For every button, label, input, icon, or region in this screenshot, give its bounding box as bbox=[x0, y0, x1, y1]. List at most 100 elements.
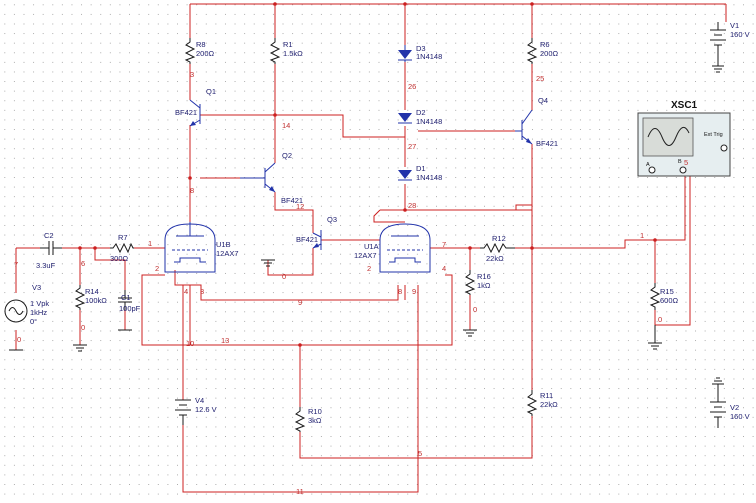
transistor-Q1[interactable]: Q1 BF421 bbox=[175, 87, 216, 127]
v2-value: 160 V bbox=[730, 412, 750, 421]
r12-value: 22kΩ bbox=[486, 254, 504, 263]
r11-value: 22kΩ bbox=[540, 400, 558, 409]
r7-ref: R7 bbox=[118, 233, 128, 242]
ground-symbols bbox=[9, 259, 662, 352]
transistor-Q3[interactable]: Q3 BF421 bbox=[296, 215, 337, 250]
u1b-model: 12AX7 bbox=[216, 249, 239, 258]
resistor-R16[interactable]: R16 1kΩ bbox=[464, 270, 491, 295]
net-12: 12 bbox=[296, 202, 304, 211]
capacitor-C2[interactable]: C2 3.3uF bbox=[36, 231, 62, 270]
net-28: 28 bbox=[408, 201, 416, 210]
ground-icon bbox=[261, 259, 275, 267]
d1-ref: D1 bbox=[416, 164, 426, 173]
resistor-R1[interactable]: R1 1.5kΩ bbox=[269, 38, 303, 64]
q4-ref: Q4 bbox=[538, 96, 548, 105]
q1-model: BF421 bbox=[175, 108, 197, 117]
channel-b-label: B bbox=[678, 159, 682, 165]
q2-ref: Q2 bbox=[282, 151, 292, 160]
diode-D3[interactable]: D3 1N4148 bbox=[398, 44, 442, 62]
ground-icon bbox=[463, 329, 477, 337]
channel-b-terminal[interactable] bbox=[679, 166, 687, 174]
channel-a-terminal[interactable] bbox=[648, 166, 656, 174]
net-pin-3-u1b: 3 bbox=[200, 287, 204, 296]
r14-value: 100kΩ bbox=[85, 296, 107, 305]
q4-model: BF421 bbox=[536, 139, 558, 148]
c1-value: 100pF bbox=[119, 304, 141, 313]
junction-dots bbox=[78, 2, 657, 347]
channel-a-label: A bbox=[646, 162, 650, 168]
net-5: 5 bbox=[418, 449, 422, 458]
r7-value: 300Ω bbox=[110, 254, 129, 263]
oscilloscope-XSC1[interactable]: XSC1 Ext Trig A B bbox=[637, 100, 731, 177]
u1b-ref: U1B bbox=[216, 240, 231, 249]
dc-source-V1[interactable]: V1 160 V bbox=[710, 21, 750, 73]
net-13: 13 bbox=[221, 336, 229, 345]
v1-value: 160 V bbox=[730, 30, 750, 39]
resistor-R6[interactable]: R6 200Ω bbox=[526, 38, 559, 64]
net-3: 3 bbox=[190, 70, 194, 79]
q2-model: BF421 bbox=[281, 196, 303, 205]
r8-value: 200Ω bbox=[196, 49, 215, 58]
net-11: 11 bbox=[296, 487, 304, 496]
resistor-R15[interactable]: R15 600Ω bbox=[649, 283, 679, 310]
v3-ref: V3 bbox=[32, 283, 41, 292]
net-0-input: 0 bbox=[17, 335, 21, 344]
c2-value: 3.3uF bbox=[36, 261, 56, 270]
dc-source-V4[interactable]: V4 12.6 V bbox=[175, 396, 217, 425]
net-pin-1-u1b: 1 bbox=[148, 239, 152, 248]
ground-icon bbox=[648, 342, 662, 350]
v3-phase: 0° bbox=[30, 317, 37, 326]
diode-D2[interactable]: D2 1N4148 bbox=[398, 108, 442, 126]
xsc1-title: XSC1 bbox=[671, 100, 698, 111]
r1-value: 1.5kΩ bbox=[283, 49, 303, 58]
transistor-Q4[interactable]: Q4 BF421 bbox=[515, 96, 558, 148]
r12-ref: R12 bbox=[492, 234, 506, 243]
c2-ref: C2 bbox=[44, 231, 54, 240]
net-pin-9-u1a: 9 bbox=[412, 287, 416, 296]
resistor-R7[interactable]: R7 300Ω bbox=[110, 233, 134, 263]
d3-value: 1N4148 bbox=[416, 52, 442, 61]
v3-frequency: 1kHz bbox=[30, 308, 47, 317]
net-0-r14: 0 bbox=[81, 323, 85, 332]
net-7: 7 bbox=[14, 260, 18, 269]
net-0-r15: 0 bbox=[658, 315, 662, 324]
d2-ref: D2 bbox=[416, 108, 426, 117]
resistor-R14[interactable]: R14 100kΩ bbox=[74, 285, 107, 310]
ground-icon bbox=[73, 344, 87, 352]
net-pin-2-u1b: 2 bbox=[155, 264, 159, 273]
net-pin-8-u1a: 8 bbox=[398, 287, 402, 296]
r14-ref: R14 bbox=[85, 287, 99, 296]
v3-amplitude: 1 Vpk bbox=[30, 299, 49, 308]
r15-ref: R15 bbox=[660, 287, 674, 296]
dc-source-V2[interactable]: V2 160 V bbox=[710, 377, 750, 428]
v4-value: 12.6 V bbox=[195, 405, 217, 414]
resistor-R12[interactable]: R12 22kΩ bbox=[480, 234, 515, 263]
ext-trig-terminal[interactable] bbox=[720, 144, 728, 152]
resistor-R11[interactable]: R11 22kΩ bbox=[526, 390, 558, 416]
capacitor-C1[interactable]: C1 100pF bbox=[118, 290, 141, 313]
scope-screen bbox=[642, 117, 694, 157]
ac-source-V3[interactable]: V3 1 Vpk 1kHz 0° bbox=[4, 283, 49, 326]
resistor-R10[interactable]: R10 3kΩ bbox=[294, 407, 322, 432]
net-pin-4-u1a: 4 bbox=[442, 264, 446, 273]
diode-D1[interactable]: D1 1N4148 bbox=[398, 164, 442, 182]
u1a-ref: U1A bbox=[364, 242, 379, 251]
net-8: 8 bbox=[190, 186, 194, 195]
transistor-Q2[interactable]: Q2 BF421 bbox=[200, 151, 303, 205]
r11-ref: R11 bbox=[540, 391, 553, 400]
tube-U1B[interactable]: U1B 12AX7 bbox=[164, 222, 239, 273]
tube-U1A[interactable]: U1A 12AX7 bbox=[354, 223, 431, 273]
d2-value: 1N4148 bbox=[416, 117, 442, 126]
wires bbox=[15, 3, 727, 493]
v2-ref: V2 bbox=[730, 403, 739, 412]
r6-ref: R6 bbox=[540, 40, 550, 49]
net-scope-5: 5 bbox=[684, 158, 688, 167]
q1-ref: Q1 bbox=[206, 87, 216, 96]
net-6: 6 bbox=[81, 259, 85, 268]
resistor-R8[interactable]: R8 200Ω bbox=[184, 38, 215, 64]
r10-ref: R10 bbox=[308, 407, 322, 416]
net-0-q3: 0 bbox=[282, 272, 286, 281]
net-0-r16: 0 bbox=[473, 305, 477, 314]
net-14: 14 bbox=[282, 121, 290, 130]
